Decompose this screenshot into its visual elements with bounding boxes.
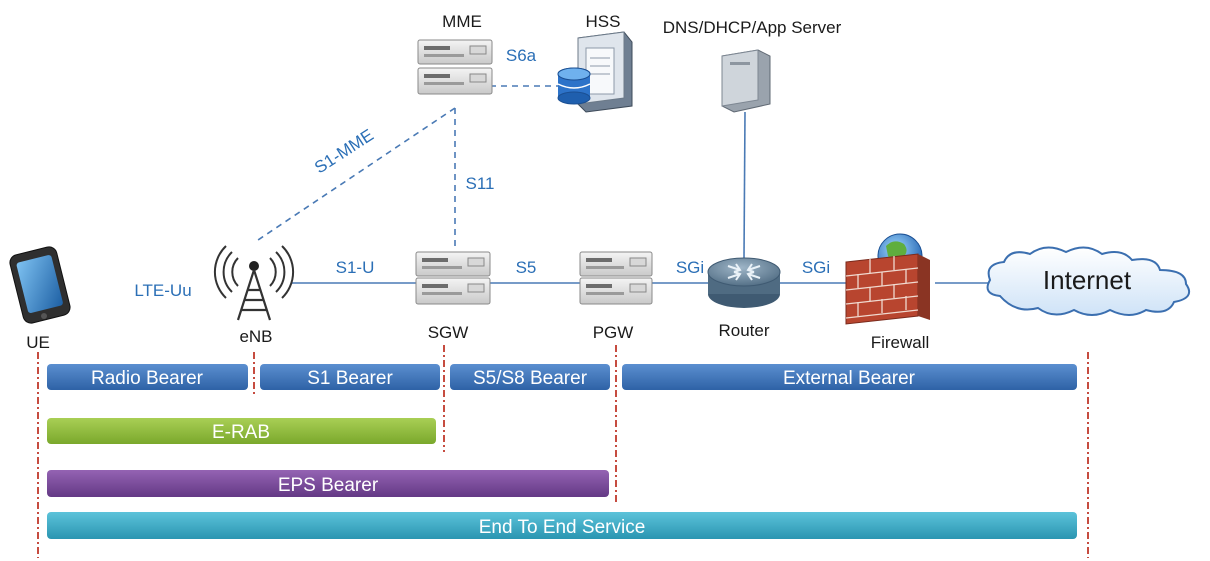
app-server-label: DNS/DHCP/App Server: [663, 18, 842, 37]
router-label: Router: [718, 321, 769, 340]
pgw-label: PGW: [593, 323, 634, 342]
enb-antenna-icon: [213, 245, 295, 321]
ue-phone-icon: [9, 246, 71, 324]
s5-s8-bearer-label: S5/S8 Bearer: [473, 368, 588, 389]
firewall-icon: [845, 253, 930, 325]
enb-label: eNB: [239, 327, 272, 346]
lte-uu-label: LTE-Uu: [134, 281, 191, 300]
pgw-server-icon: [579, 251, 653, 305]
s1-mme-link: [257, 107, 456, 241]
sgi-firewall-label: SGi: [802, 258, 830, 277]
hss-database-icon: [557, 31, 633, 113]
end-to-end-service-label: End To End Service: [479, 517, 646, 538]
radio-bearer-bar: [47, 364, 248, 390]
sgi-router-label: SGi: [676, 258, 704, 277]
s1-u-label: S1-U: [336, 258, 375, 277]
erab-bar: [47, 418, 436, 444]
external-bearer-bar: [622, 364, 1077, 390]
sgw-label: SGW: [428, 323, 469, 342]
radio-bearer-label: Radio Bearer: [91, 368, 204, 389]
links: [257, 85, 988, 284]
s5-s8-bearer-bar: [450, 364, 610, 390]
internet-cloud-icon: [986, 246, 1190, 316]
bearer-bars: Radio Bearer S1 Bearer S5/S8 Bearer Exte…: [47, 364, 1077, 539]
internet-label: Internet: [1043, 265, 1132, 295]
bearer-dividers: [37, 345, 1089, 558]
external-bearer-label: External Bearer: [783, 368, 916, 389]
router-icon: [707, 257, 781, 308]
s6a-label: S6a: [506, 46, 537, 65]
s1-mme-label: S1-MME: [311, 125, 377, 177]
s1-bearer-bar: [260, 364, 440, 390]
sgw-server-icon: [415, 251, 491, 305]
s5-label: S5: [516, 258, 537, 277]
end-to-end-service-bar: [47, 512, 1077, 539]
mme-server-icon: [417, 39, 493, 95]
eps-bearer-bar: [47, 470, 609, 497]
ue-label: UE: [26, 333, 50, 352]
app-server-icon: [721, 49, 771, 113]
firewall-label: Firewall: [871, 333, 930, 352]
erab-label: E-RAB: [212, 422, 270, 443]
server-router-link: [743, 111, 746, 259]
hss-label: HSS: [586, 12, 621, 31]
s1-bearer-label: S1 Bearer: [307, 368, 393, 389]
s11-label: S11: [466, 174, 495, 193]
mme-label: MME: [442, 12, 482, 31]
eps-bearer-label: EPS Bearer: [278, 475, 379, 496]
